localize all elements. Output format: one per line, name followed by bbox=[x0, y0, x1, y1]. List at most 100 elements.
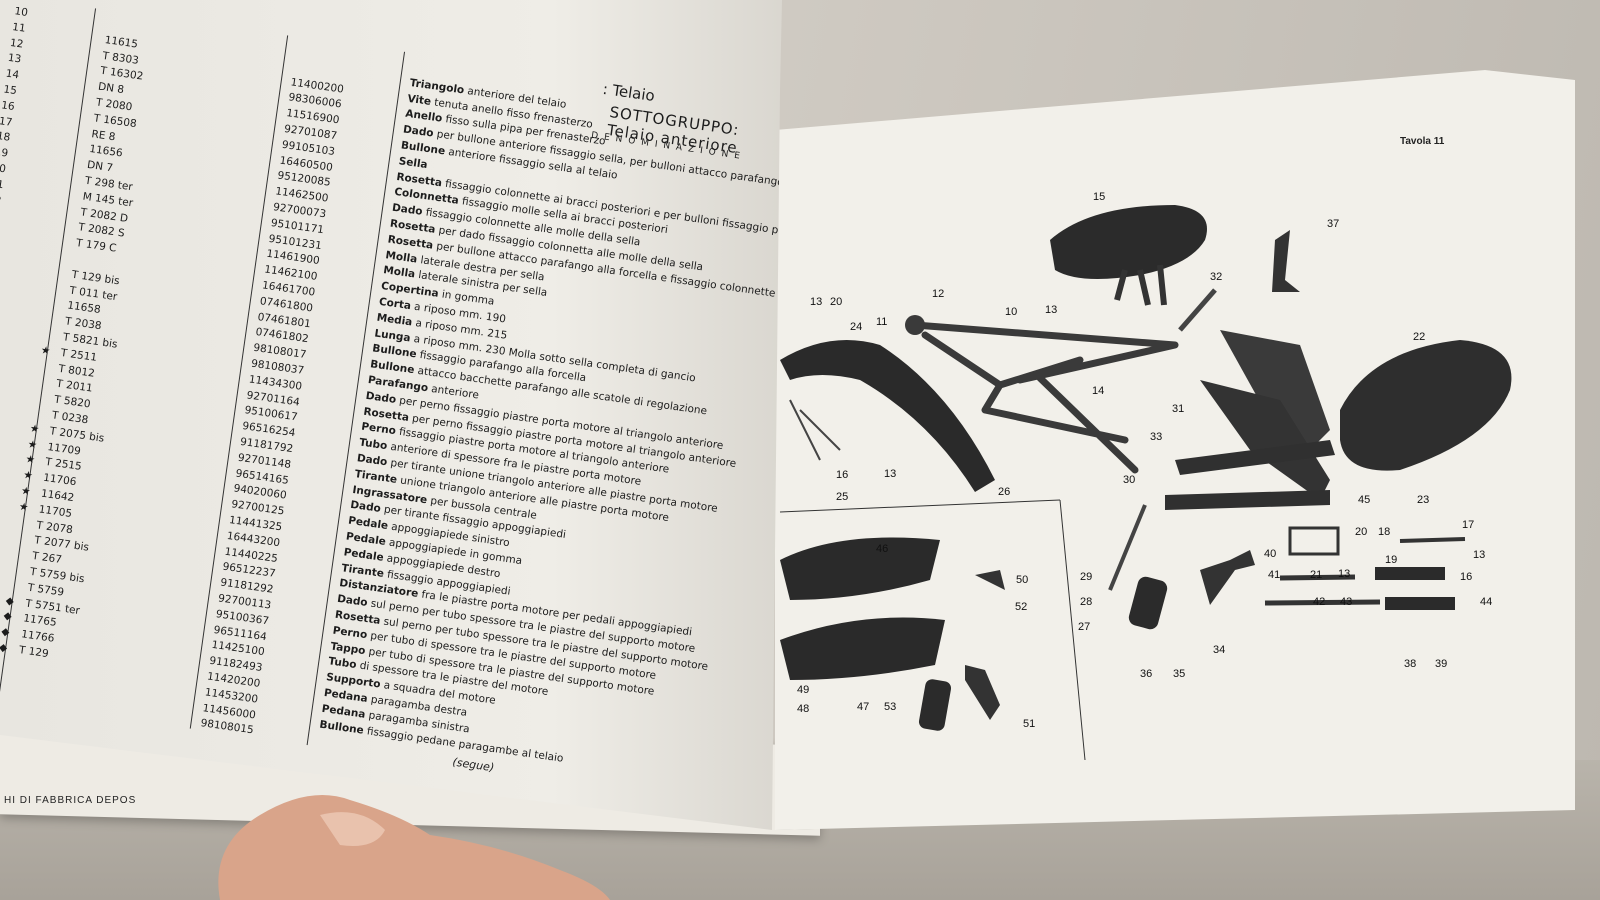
plate-title: Tavola 11 bbox=[1400, 136, 1445, 147]
frame-tubes bbox=[911, 321, 1179, 474]
row-code: DN 7 bbox=[86, 159, 114, 175]
callout-11: 11 bbox=[876, 316, 887, 328]
row-number: 11 bbox=[11, 20, 27, 35]
callout-13c: 13 bbox=[884, 468, 896, 480]
callout-39: 39 bbox=[1435, 658, 1447, 670]
tube-44 bbox=[1375, 567, 1445, 580]
callout-30: 30 bbox=[1123, 474, 1135, 486]
rod-42 bbox=[1279, 574, 1356, 581]
callout-14: 14 bbox=[1092, 385, 1104, 397]
callout-13d: 13 bbox=[1338, 568, 1350, 580]
grip-53 bbox=[918, 679, 952, 731]
callout-labels: 10 11 12 13 13 13 13 13 14 15 16 16 17 1… bbox=[797, 191, 1492, 730]
inset-box-top bbox=[779, 499, 1061, 513]
callout-45: 45 bbox=[1358, 494, 1370, 506]
row-code: RE 8 bbox=[90, 127, 117, 143]
callout-15: 15 bbox=[1093, 191, 1105, 203]
callout-37: 37 bbox=[1327, 218, 1339, 230]
under-page-caption: HI DI FABBRICA DEPOS bbox=[4, 795, 137, 806]
row-number: 15 bbox=[2, 83, 18, 98]
pedal-51 bbox=[965, 665, 1000, 720]
row-mark: ◆ bbox=[0, 625, 11, 639]
front-mudguard-part bbox=[780, 340, 995, 492]
callout-21: 21 bbox=[1310, 569, 1322, 581]
callout-26: 26 bbox=[998, 486, 1010, 498]
spring-23 bbox=[1288, 526, 1340, 556]
callout-20b: 20 bbox=[1355, 526, 1367, 538]
callout-10: 10 bbox=[1005, 306, 1017, 318]
callout-53: 53 bbox=[884, 701, 896, 713]
hand-skin bbox=[218, 795, 611, 900]
callout-41: 41 bbox=[1268, 569, 1280, 581]
footrest-bar-upper bbox=[1175, 440, 1335, 475]
callout-19: 19 bbox=[1385, 554, 1397, 566]
callout-13: 13 bbox=[1045, 304, 1057, 316]
saddle-springs bbox=[1114, 264, 1167, 306]
row-mark: ◆ bbox=[2, 609, 13, 624]
rear-plate-lower bbox=[1200, 380, 1330, 500]
callout-23: 23 bbox=[1417, 494, 1429, 506]
callout-35: 35 bbox=[1173, 668, 1185, 680]
callout-51: 51 bbox=[1023, 718, 1035, 730]
callout-32: 32 bbox=[1210, 271, 1222, 283]
callout-49: 49 bbox=[797, 684, 809, 696]
row-mark: ◆ bbox=[0, 641, 9, 655]
row-mark: ★ bbox=[26, 437, 38, 452]
row-mark: ★ bbox=[29, 422, 41, 436]
tube-39 bbox=[1385, 597, 1455, 610]
rod-32 bbox=[1178, 288, 1217, 332]
callout-16b: 16 bbox=[1460, 571, 1472, 583]
callout-36: 36 bbox=[1140, 668, 1152, 680]
callout-43: 43 bbox=[1340, 596, 1352, 608]
callout-46: 46 bbox=[876, 543, 888, 555]
callout-44: 44 bbox=[1480, 596, 1492, 608]
callout-40: 40 bbox=[1264, 548, 1276, 560]
callout-16: 16 bbox=[836, 469, 848, 481]
row-mark: ★ bbox=[40, 344, 52, 358]
row-mark: ★ bbox=[18, 500, 30, 514]
callout-18: 18 bbox=[1378, 526, 1390, 538]
callout-20: 20 bbox=[830, 296, 842, 308]
rear-plate-upper bbox=[1220, 330, 1330, 450]
callout-27: 27 bbox=[1078, 621, 1090, 633]
rod-29 bbox=[1108, 504, 1147, 591]
callout-48: 48 bbox=[797, 703, 809, 715]
callout-12: 12 bbox=[932, 288, 944, 300]
callout-13b: 13 bbox=[810, 296, 822, 308]
callout-33: 33 bbox=[1150, 431, 1162, 443]
callout-38: 38 bbox=[1404, 658, 1416, 670]
pedal-35 bbox=[1200, 550, 1255, 605]
legshield-47 bbox=[780, 617, 945, 680]
legshield-46 bbox=[780, 537, 940, 600]
parts-table: : Telaio SOTTOGRUPPO: Telaio anteriore D… bbox=[0, 0, 782, 830]
callout-29: 29 bbox=[1080, 571, 1092, 583]
row-description-keyword: Tubo bbox=[327, 655, 358, 672]
row-number: 16 bbox=[0, 99, 16, 113]
row-description-keyword: Tubo bbox=[358, 436, 388, 453]
row-mark: ★ bbox=[24, 453, 36, 467]
callout-52: 52 bbox=[1015, 601, 1027, 613]
grip-36 bbox=[1128, 576, 1168, 630]
row-number: 12 bbox=[9, 36, 25, 51]
row-number: 13 bbox=[7, 52, 22, 66]
callout-42: 42 bbox=[1313, 596, 1325, 608]
rod-17 bbox=[1399, 537, 1466, 543]
pedal-50 bbox=[975, 570, 1005, 590]
hand bbox=[218, 795, 611, 900]
row-number: 14 bbox=[4, 67, 20, 82]
row-mark: ◆ bbox=[4, 594, 15, 608]
saddle-part bbox=[1050, 205, 1207, 279]
lever-part bbox=[1272, 230, 1300, 292]
rear-mudguard-part bbox=[1340, 340, 1512, 471]
callout-24: 24 bbox=[850, 321, 862, 333]
row-mark: ★ bbox=[22, 469, 34, 483]
callout-13e: 13 bbox=[1473, 549, 1485, 561]
rod-38 bbox=[1264, 599, 1381, 606]
callout-47: 47 bbox=[857, 701, 869, 713]
callout-50: 50 bbox=[1016, 574, 1028, 586]
row-number: 10 bbox=[13, 5, 29, 19]
callout-34: 34 bbox=[1213, 644, 1225, 656]
callout-17: 17 bbox=[1462, 519, 1474, 531]
